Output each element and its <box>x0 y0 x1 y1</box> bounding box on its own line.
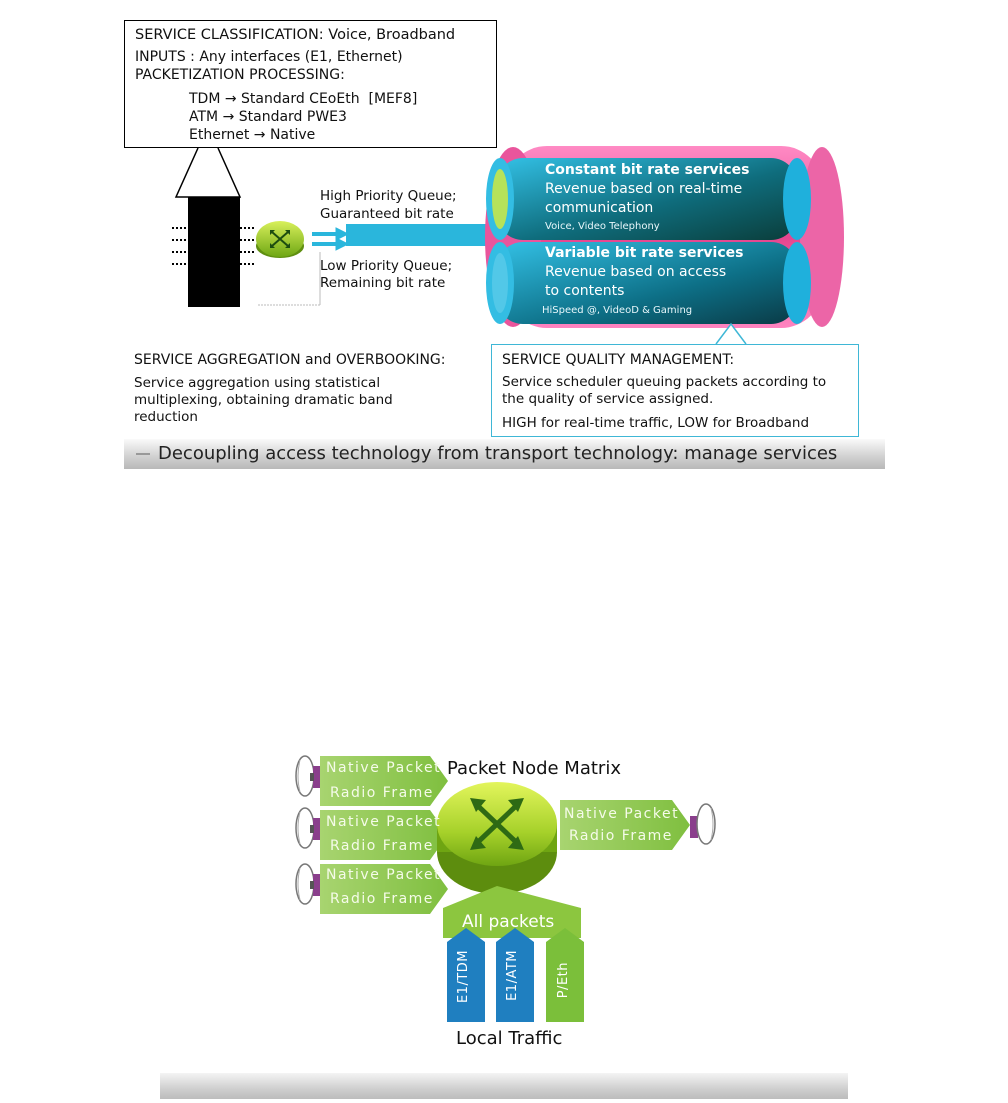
cbr-line-2: communication <box>545 200 654 216</box>
low-queue-line-2: Remaining bit rate <box>320 275 446 291</box>
processing-row-atm: ATM → Standard PWE3 <box>189 109 347 125</box>
packet-node-router-icon <box>437 782 557 894</box>
callout-pointer <box>715 322 747 345</box>
local-traffic-label: Local Traffic <box>456 1028 563 1049</box>
service-quality-box: SERVICE QUALITY MANAGEMENT: Service sche… <box>491 344 859 437</box>
cbr-line-1: Revenue based on real-time <box>545 181 743 197</box>
service-classification-box: SERVICE CLASSIFICATION: Voice, Broadband… <box>124 20 497 148</box>
flag-left-3-line-2: Radio Frame <box>330 891 434 907</box>
vbr-line-2: to contents <box>545 283 625 299</box>
antenna-dish-right <box>690 803 716 845</box>
all-packets-arrow <box>443 886 581 938</box>
column-e1-tdm-label: E1/TDM <box>456 950 471 1004</box>
aggregation-line-2: multiplexing, obtaining dramatic band <box>134 392 393 408</box>
feed-bar <box>346 224 506 246</box>
cbr-title: Constant bit rate services <box>545 162 750 178</box>
vbr-line-1: Revenue based on access <box>545 264 727 280</box>
column-e1-atm <box>496 928 534 1022</box>
bottom-caption-bar <box>160 1073 848 1099</box>
quality-title: SERVICE QUALITY MANAGEMENT: <box>502 352 735 368</box>
quality-line-1: Service scheduler queuing packets accord… <box>502 374 827 390</box>
flag-right-line-1: Native Packet <box>564 806 680 822</box>
column-p-eth <box>546 928 584 1022</box>
flag-right-line-2: Radio Frame <box>569 828 673 844</box>
column-e1-tdm <box>447 928 485 1022</box>
column-e1-atm-label: E1/ATM <box>505 950 520 1001</box>
flag-left-2 <box>320 810 448 860</box>
processing-row-ethernet: Ethernet → Native <box>189 127 316 143</box>
column-p-eth-label: P/Eth <box>556 962 571 999</box>
vbr-inner-pipe <box>486 242 811 324</box>
packet-node-graphics <box>295 755 716 1022</box>
flag-left-1-line-1: Native Packet <box>326 760 442 776</box>
queue-arrows <box>312 227 350 251</box>
cbr-small: Voice, Video Telephony <box>545 221 660 232</box>
flag-left-2-line-1: Native Packet <box>326 814 442 830</box>
antenna-dish-3 <box>295 863 321 905</box>
caption-dash <box>136 453 150 455</box>
quality-line-3: HIGH for real-time traffic, LOW for Broa… <box>502 415 810 431</box>
flag-left-3-line-1: Native Packet <box>326 867 442 883</box>
all-packets-label: All packets <box>462 912 555 932</box>
aggregation-line-1: Service aggregation using statistical <box>134 375 381 391</box>
classification-title: SERVICE CLASSIFICATION: Voice, Broadband <box>135 27 456 43</box>
top-diagram-graphics <box>172 146 844 345</box>
vbr-small: HiSpeed @, VideoD & Gaming <box>542 305 693 316</box>
flag-left-1-line-2: Radio Frame <box>330 785 434 801</box>
flag-right <box>560 800 690 850</box>
aggregation-line-3: reduction <box>134 409 198 425</box>
flag-left-3 <box>320 864 448 914</box>
packet-node-title: Packet Node Matrix <box>447 758 621 779</box>
connector-lines <box>174 147 242 198</box>
classification-inputs: INPUTS : Any interfaces (E1, Ethernet) <box>135 49 403 65</box>
aggregation-title: SERVICE AGGREGATION and OVERBOOKING: <box>134 352 446 368</box>
antenna-dish-1 <box>295 755 321 797</box>
router-icon <box>256 221 304 258</box>
caption-bar: Decoupling access technology from transp… <box>124 439 885 469</box>
low-queue-line-1: Low Priority Queue; <box>320 258 453 274</box>
high-queue-line-2: Guaranteed bit rate <box>320 206 454 222</box>
quality-line-2: the quality of service assigned. <box>502 391 714 407</box>
cbr-inner-pipe <box>486 158 811 240</box>
processing-title: PACKETIZATION PROCESSING: <box>135 67 345 83</box>
caption-text: Decoupling access technology from transp… <box>158 443 838 464</box>
flag-left-1 <box>320 756 448 806</box>
antenna-dish-2 <box>295 807 321 849</box>
high-queue-line-1: High Priority Queue; <box>320 188 457 204</box>
vbr-title: Variable bit rate services <box>545 245 744 261</box>
processing-row-tdm: TDM → Standard CEoEth [MEF8] <box>189 91 418 107</box>
access-device <box>188 197 240 307</box>
flag-left-2-line-2: Radio Frame <box>330 838 434 854</box>
